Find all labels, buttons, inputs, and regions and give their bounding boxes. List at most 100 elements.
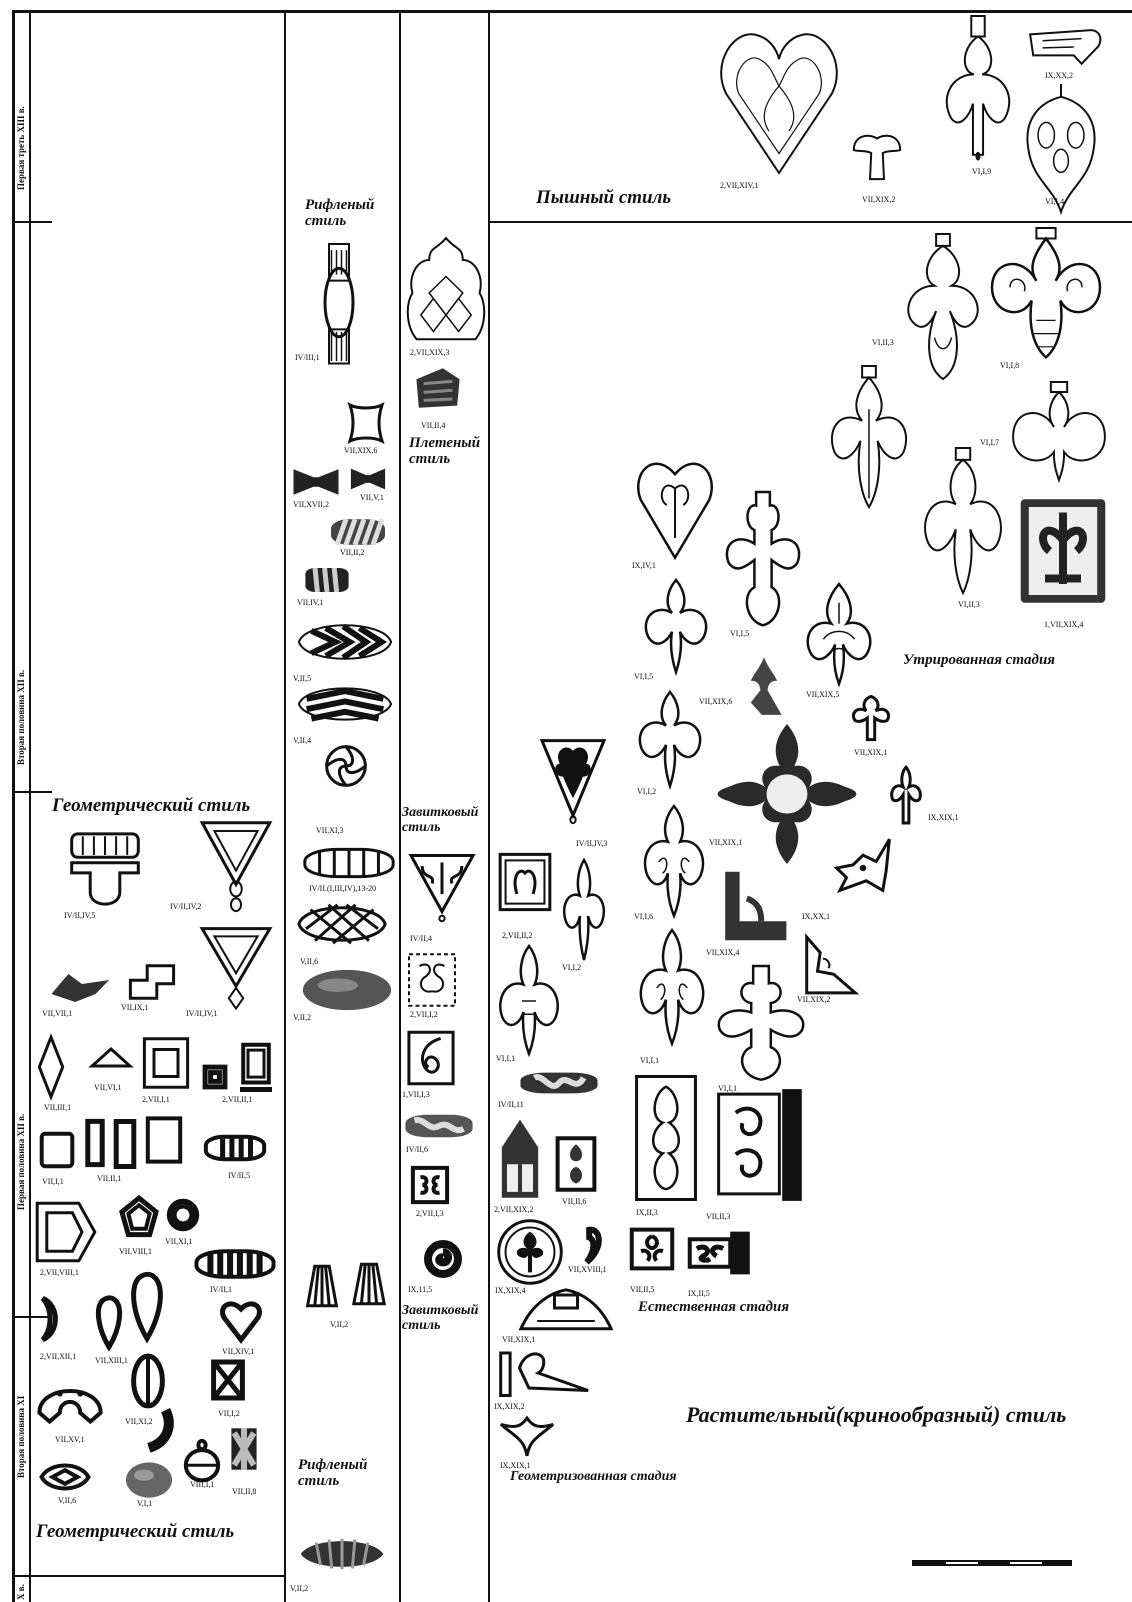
catalog-label: V,II,2 [330,1321,348,1329]
catalog-label: VII,XV,1 [55,1436,85,1444]
frame-top-line [12,10,1132,13]
bar-plaque-drawing [86,1120,104,1166]
catalog-label: VII,XIII,1 [95,1357,128,1365]
catalog-label: IX,XIX,2 [494,1403,525,1411]
chevron-bead-drawing [297,678,393,730]
spiral-bead-drawing [324,744,368,788]
stone-bead-photo [301,966,393,1014]
catalog-label: IX,XIX,1 [500,1462,531,1470]
scroll-style-title-top: Завитковый стиль [402,806,492,835]
carved-bead-photo [518,1070,600,1096]
period-label-early-12c: Первая половина XII в. [16,1114,26,1210]
heart-lily-drawing [634,450,716,560]
catalog-label: 1,VII,XIX,4 [1044,621,1083,629]
cross-pendant-drawing [712,966,810,1082]
lily-pendant-drawing [630,692,710,788]
chalice-pendant-drawing [68,830,142,908]
catalog-label: VII,IX,1 [121,1004,149,1012]
scroll-plaque-drawing [498,852,552,912]
geometric-style-title-top: Геометрический стиль [52,796,250,816]
twisted-bead-photo [328,516,388,548]
lily-pendant-drawing [1008,382,1110,482]
corner-mount-photo [718,868,790,944]
catalog-label: VII,XI,1 [165,1238,193,1246]
catalog-label: IV/II,IV,5 [64,912,95,920]
catalog-label: VII,VII,1 [42,1010,72,1018]
bell-bead-drawing [184,1440,220,1482]
wicker-ornament-drawing [404,238,488,348]
dome-plaque-drawing [518,1282,614,1334]
catalog-label: IX,XX,1 [802,913,830,921]
bar-plaque-drawing [114,1120,136,1168]
banded-bead-drawing [194,1248,276,1280]
eye-bead-drawing [40,1460,90,1494]
period-tick-4 [12,1575,284,1577]
catalog-label: VI,I,8 [1000,362,1019,370]
lattice-plaque-photo [230,1426,258,1472]
catalog-label: VI,I,2 [562,964,581,972]
scroll-bead-photo [404,1112,474,1140]
catalog-label: IX,IV,1 [632,562,656,570]
catalog-label: IX,11,5 [408,1286,432,1294]
crescent-drawing [38,1296,62,1342]
pentagon-plaque-drawing [34,1200,98,1264]
triangle-pendant-drawing [200,820,272,912]
period-tick-2 [12,791,52,793]
catalog-label: 2,VII,I,3 [416,1210,444,1218]
catalog-label: VII,I,2 [218,1410,240,1418]
catalog-label: VII,XIV,1 [222,1348,254,1356]
geometrized-stage-title: Геометризованная стадия [510,1470,677,1485]
corner-mount-drawing [804,934,858,996]
catalog-label: VII,XIX,5 [806,691,839,699]
column-divider-2 [399,10,401,1602]
period-label-late-11c: Вторая половина XI [16,1396,26,1478]
cross-plaque-drawing [212,1360,244,1400]
cross-pendant-drawing [720,492,806,628]
lily-pendant-drawing [986,228,1106,360]
lily-pendant-drawing [636,580,716,674]
scroll-plaque-drawing [407,952,457,1008]
triangle-drawing [90,1048,132,1068]
catalog-label: VII,XI,3 [316,827,344,835]
catalog-label: V,II,2 [290,1585,308,1593]
hinged-link-drawing [314,244,364,366]
heart-pendant-drawing [716,26,842,176]
period-label-early-13c: Первая треть XIII в. [16,106,26,190]
lily-pendant-drawing [494,946,564,1056]
period-column-divider [29,10,31,1602]
catalog-label: V,II,6 [300,958,318,966]
scale-bar [912,1560,1072,1566]
hook-drawing [146,1408,174,1450]
catalog-label: 2,VII,II,1 [222,1096,252,1104]
catalog-label: VII,XIX,4 [706,949,739,957]
geometric-style-title-bottom: Геометрический стиль [36,1522,234,1542]
scroll-square-plaque-drawing [688,1238,732,1268]
catalog-label: VII,XIX,2 [862,196,895,204]
catalog-label: VII,VI,1 [94,1084,122,1092]
round-bead-photo [124,1460,174,1500]
period-label-10c: X в. [16,1584,26,1600]
fluted-style-title-top: Рифленый стиль [305,198,385,230]
catalog-label: IV/II,5 [228,1172,250,1180]
fluted-style-title-bottom: Рифленый стиль [298,1458,384,1490]
lush-style-title: Пышный стиль [536,188,671,208]
scalloped-bead-drawing [346,403,386,443]
triangle-pendant-drawing [200,926,272,1012]
catalog-label: VI,I,5 [634,673,653,681]
catalog-label: VI,I,7 [980,439,999,447]
teardrop-drawing [94,1296,124,1348]
catalog-label: VII,XVII,2 [293,501,329,509]
catalog-label: 2,VII,XIX,3 [410,349,449,357]
scroll-fragment-drawing [1027,26,1105,68]
horseshoe-pendant-drawing [36,1378,104,1436]
heart-drawing [220,1298,262,1342]
mushroom-pendant-drawing [848,124,906,182]
catalog-label: IX,XIX,1 [928,814,959,822]
rhombus-drawing [38,1036,64,1098]
fluted-bell-drawing [304,1264,340,1308]
ring-drawing [168,1200,198,1230]
ribbed-bead-photo [303,565,351,595]
fleur-pendant-drawing [936,16,1020,162]
period-tick-1 [12,221,52,223]
edge-strip-drawing [734,1236,746,1270]
